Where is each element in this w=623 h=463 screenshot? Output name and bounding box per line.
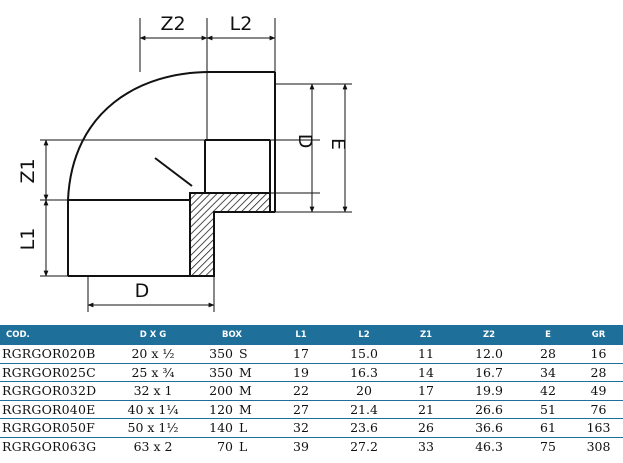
cell-l2: 21.4 — [332, 400, 396, 419]
cell-dxg: 25 x ¾ — [112, 363, 194, 382]
spec-table: COD. D X G BOX L1 L2 Z1 Z2 E GR RGRGOR02… — [0, 325, 623, 455]
elbow-technical-drawing: Z2 L2 Z1 L1 D D E — [17, 13, 352, 312]
cell-dxg: 40 x 1¼ — [112, 400, 194, 419]
cell-e: 34 — [522, 363, 574, 382]
cell-dxg: 20 x ½ — [112, 345, 194, 364]
cell-box-qty: 70 — [217, 438, 233, 454]
elbow-outline — [67, 71, 276, 277]
cell-z1: 21 — [396, 400, 456, 419]
cell-box-qty: 140 — [209, 420, 233, 436]
cell-z1: 11 — [396, 345, 456, 364]
cell-l1: 32 — [270, 418, 332, 438]
cell-box-size: L — [239, 420, 248, 436]
cell-code: RGRGOR040E — [0, 400, 112, 419]
dimension-lines — [43, 35, 348, 308]
cell-box: 120 M — [194, 400, 270, 419]
table-row: RGRGOR020B 20 x ½ 350 S 17 15.0 11 12.0 2… — [0, 345, 623, 364]
cell-z2: 46.3 — [475, 438, 503, 454]
cell-gr: 308 — [586, 438, 611, 454]
cell-box-size: M — [239, 401, 252, 417]
cell-code: RGRGOR020B — [0, 345, 112, 364]
dim-label-z2: Z2 — [160, 13, 185, 35]
cell-e: 75 — [540, 438, 556, 454]
header-z2: Z2 — [456, 325, 522, 345]
table-row: RGRGOR063G 63 x 2 70 L 39 27.2 33 46.3 75… — [0, 437, 623, 455]
cell-l1: 19 — [270, 363, 332, 382]
header-z1: Z1 — [396, 325, 456, 345]
cell-z1: 26 — [396, 418, 456, 438]
cell-l1: 27 — [270, 400, 332, 419]
cell-z1: 14 — [396, 363, 456, 382]
cell-l2: 23.6 — [332, 418, 396, 438]
header-box: BOX — [194, 325, 270, 345]
cell-e: 42 — [522, 381, 574, 401]
cell-z1: 17 — [396, 381, 456, 401]
cell-box: 200 M — [194, 381, 270, 401]
cell-box-size: M — [239, 383, 252, 399]
cell-dxg: 63 x 2 — [133, 438, 173, 454]
cell-gr: 49 — [574, 381, 623, 401]
cell-box-qty: 120 — [209, 401, 233, 417]
dim-label-l1: L1 — [17, 228, 39, 251]
cell-l1: 39 — [293, 438, 309, 454]
cell-gr: 16 — [574, 345, 623, 364]
cell-l1: 17 — [270, 345, 332, 364]
cell-z2: 36.6 — [456, 418, 522, 438]
cell-box-qty: 350 — [209, 364, 233, 380]
header-dxg: D X G — [112, 325, 194, 345]
header-gr: GR — [574, 325, 623, 345]
hatched-section — [189, 192, 271, 277]
cell-code: RGRGOR063G — [2, 438, 97, 454]
dim-label-d-bottom: D — [135, 280, 150, 302]
cell-box-qty: 200 — [209, 383, 233, 399]
cell-code: RGRGOR025C — [0, 363, 112, 382]
cell-box: 140 L — [194, 418, 270, 438]
cell-z2: 16.7 — [456, 363, 522, 382]
cell-l2: 27.2 — [350, 438, 378, 454]
header-code: COD. — [0, 325, 112, 345]
cell-z2: 26.6 — [456, 400, 522, 419]
cell-gr: 76 — [574, 400, 623, 419]
cell-e: 28 — [522, 345, 574, 364]
cell-dxg: 50 x 1½ — [112, 418, 194, 438]
dim-label-e: E — [327, 138, 349, 150]
cell-gr: 28 — [574, 363, 623, 382]
dim-label-d-right: D — [294, 134, 316, 149]
cell-z2: 19.9 — [456, 381, 522, 401]
table-row: RGRGOR025C 25 x ¾ 350 M 19 16.3 14 16.7 3… — [0, 363, 623, 382]
cell-code: RGRGOR050F — [0, 418, 112, 438]
cell-z1: 33 — [418, 438, 434, 454]
cell-gr: 163 — [574, 418, 623, 438]
cell-e: 61 — [522, 418, 574, 438]
dim-label-z1: Z1 — [17, 158, 39, 183]
cell-l2: 20 — [332, 381, 396, 401]
cell-e: 51 — [522, 400, 574, 419]
cell-box: 70 L — [194, 437, 270, 455]
header-l1: L1 — [270, 325, 332, 345]
cell-l2: 15.0 — [332, 345, 396, 364]
table-header-row: COD. D X G BOX L1 L2 Z1 Z2 E GR — [0, 325, 623, 345]
cell-box-size: L — [239, 438, 248, 454]
cell-box-size: M — [239, 364, 252, 380]
cell-box-qty: 350 — [209, 346, 233, 362]
cell-l2: 16.3 — [332, 363, 396, 382]
cell-dxg: 32 x 1 — [112, 381, 194, 401]
dim-label-l2: L2 — [230, 13, 253, 35]
cell-z2: 12.0 — [456, 345, 522, 364]
cell-box: 350 M — [194, 363, 270, 382]
header-e: E — [522, 325, 574, 345]
header-l2: L2 — [332, 325, 396, 345]
cell-box: 350 S — [194, 345, 270, 364]
cell-box-size: S — [239, 346, 248, 362]
cell-code: RGRGOR032D — [0, 381, 112, 401]
cell-l1: 22 — [270, 381, 332, 401]
